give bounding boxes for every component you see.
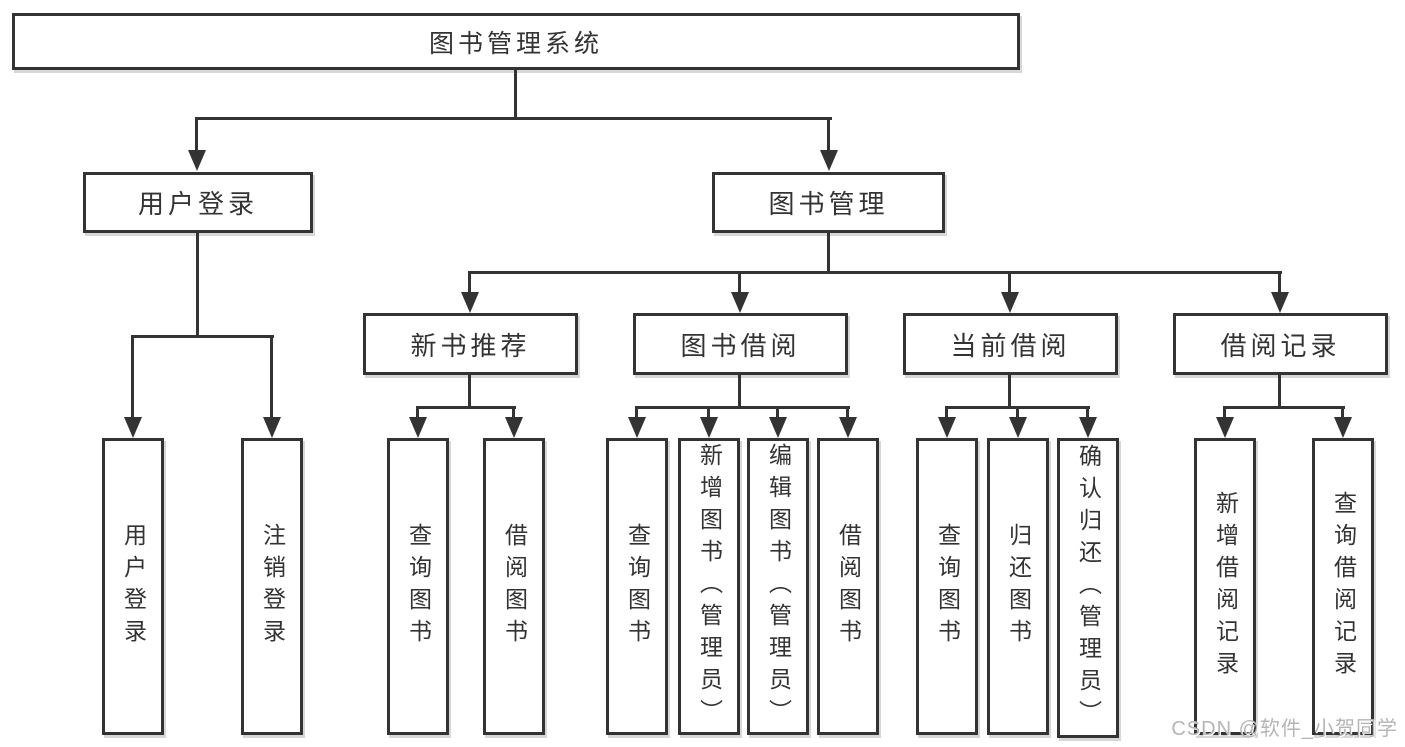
arrow-down-icon — [769, 417, 787, 438]
node-book-management: 图书管理 — [712, 172, 945, 233]
connector-borrowing-records-stem — [1278, 373, 1281, 409]
node-current-borrowing: 当前借阅 — [903, 313, 1118, 375]
connector-leaf-drop — [270, 335, 273, 418]
leaf-query-borrow-record: 查询借阅记录 — [1312, 438, 1374, 735]
connector-user-login-drop — [195, 117, 198, 151]
leaf-logout: 注销登录 — [241, 438, 303, 735]
connector-user-login-rail — [131, 335, 274, 338]
node-library-management-system: 图书管理系统 — [12, 13, 1020, 70]
leaf-borrow-books-recommend: 借阅图书 — [483, 438, 545, 735]
leaf-query-books-borrowing: 查询图书 — [606, 438, 668, 735]
connector-root-stem — [514, 68, 517, 119]
connector-leaf-drop — [1086, 406, 1089, 418]
connector-book-borrowing-rail — [635, 406, 850, 409]
connector-leaf-drop — [846, 406, 849, 418]
arrow-down-icon — [839, 417, 857, 438]
connector-level3-drop — [468, 271, 471, 294]
node-new-book-recommendation: 新书推荐 — [363, 313, 578, 375]
connector-level2-rail — [196, 117, 832, 120]
connector-level3-drop — [1278, 271, 1281, 294]
arrow-down-icon — [461, 292, 479, 313]
arrow-down-icon — [505, 417, 523, 438]
connector-current-borrowing-stem — [1008, 373, 1011, 409]
leaf-add-book-admin: 新增图书（管理员） — [678, 438, 740, 735]
connector-book-borrowing-stem — [738, 373, 741, 409]
connector-leaf-drop — [512, 406, 515, 418]
arrow-down-icon — [263, 417, 281, 438]
arrow-down-icon — [820, 150, 838, 171]
connector-book-management-stem — [827, 233, 830, 273]
connector-borrowing-records-rail — [1223, 406, 1345, 409]
arrow-down-icon — [1079, 417, 1097, 438]
arrow-down-icon — [938, 417, 956, 438]
leaf-user-login: 用户登录 — [102, 438, 164, 735]
connector-level3-drop — [1008, 271, 1011, 294]
arrow-down-icon — [700, 417, 718, 438]
connector-leaf-drop — [1016, 406, 1019, 418]
csdn-watermark: CSDN @软件_小贺同学 — [1171, 718, 1398, 740]
connector-user-login-stem — [196, 233, 199, 336]
arrow-down-icon — [1216, 417, 1234, 438]
connector-leaf-drop — [1341, 406, 1344, 418]
arrow-down-icon — [124, 417, 142, 438]
connector-new-book-stem — [468, 373, 471, 409]
node-user-login: 用户登录 — [83, 172, 313, 233]
leaf-query-books-current: 查询图书 — [916, 438, 978, 735]
leaf-confirm-return-admin: 确认归还（管理员） — [1057, 438, 1119, 738]
connector-book-management-drop — [827, 117, 830, 151]
connector-new-book-rail — [416, 406, 516, 409]
arrow-down-icon — [628, 417, 646, 438]
connector-leaf-drop — [416, 406, 419, 418]
node-borrowing-records: 借阅记录 — [1173, 313, 1388, 375]
leaf-return-books: 归还图书 — [987, 438, 1049, 735]
connector-leaf-drop — [776, 406, 779, 418]
arrow-down-icon — [188, 150, 206, 171]
leaf-query-books-recommend: 查询图书 — [387, 438, 449, 735]
connector-leaf-drop — [707, 406, 710, 418]
arrow-down-icon — [731, 292, 749, 313]
node-book-borrowing: 图书借阅 — [633, 313, 848, 375]
arrow-down-icon — [1009, 417, 1027, 438]
connector-leaf-drop — [1223, 406, 1226, 418]
connector-level3-rail — [468, 271, 1282, 274]
leaf-edit-book-admin: 编辑图书（管理员） — [747, 438, 809, 735]
connector-level3-drop — [738, 271, 741, 294]
arrow-down-icon — [409, 417, 427, 438]
arrow-down-icon — [1001, 292, 1019, 313]
leaf-borrow-books: 借阅图书 — [817, 438, 879, 735]
connector-leaf-drop — [635, 406, 638, 418]
arrow-down-icon — [1271, 292, 1289, 313]
connector-leaf-drop — [945, 406, 948, 418]
arrow-down-icon — [1334, 417, 1352, 438]
connector-leaf-drop — [131, 335, 134, 418]
leaf-add-borrow-record: 新增借阅记录 — [1194, 438, 1256, 735]
